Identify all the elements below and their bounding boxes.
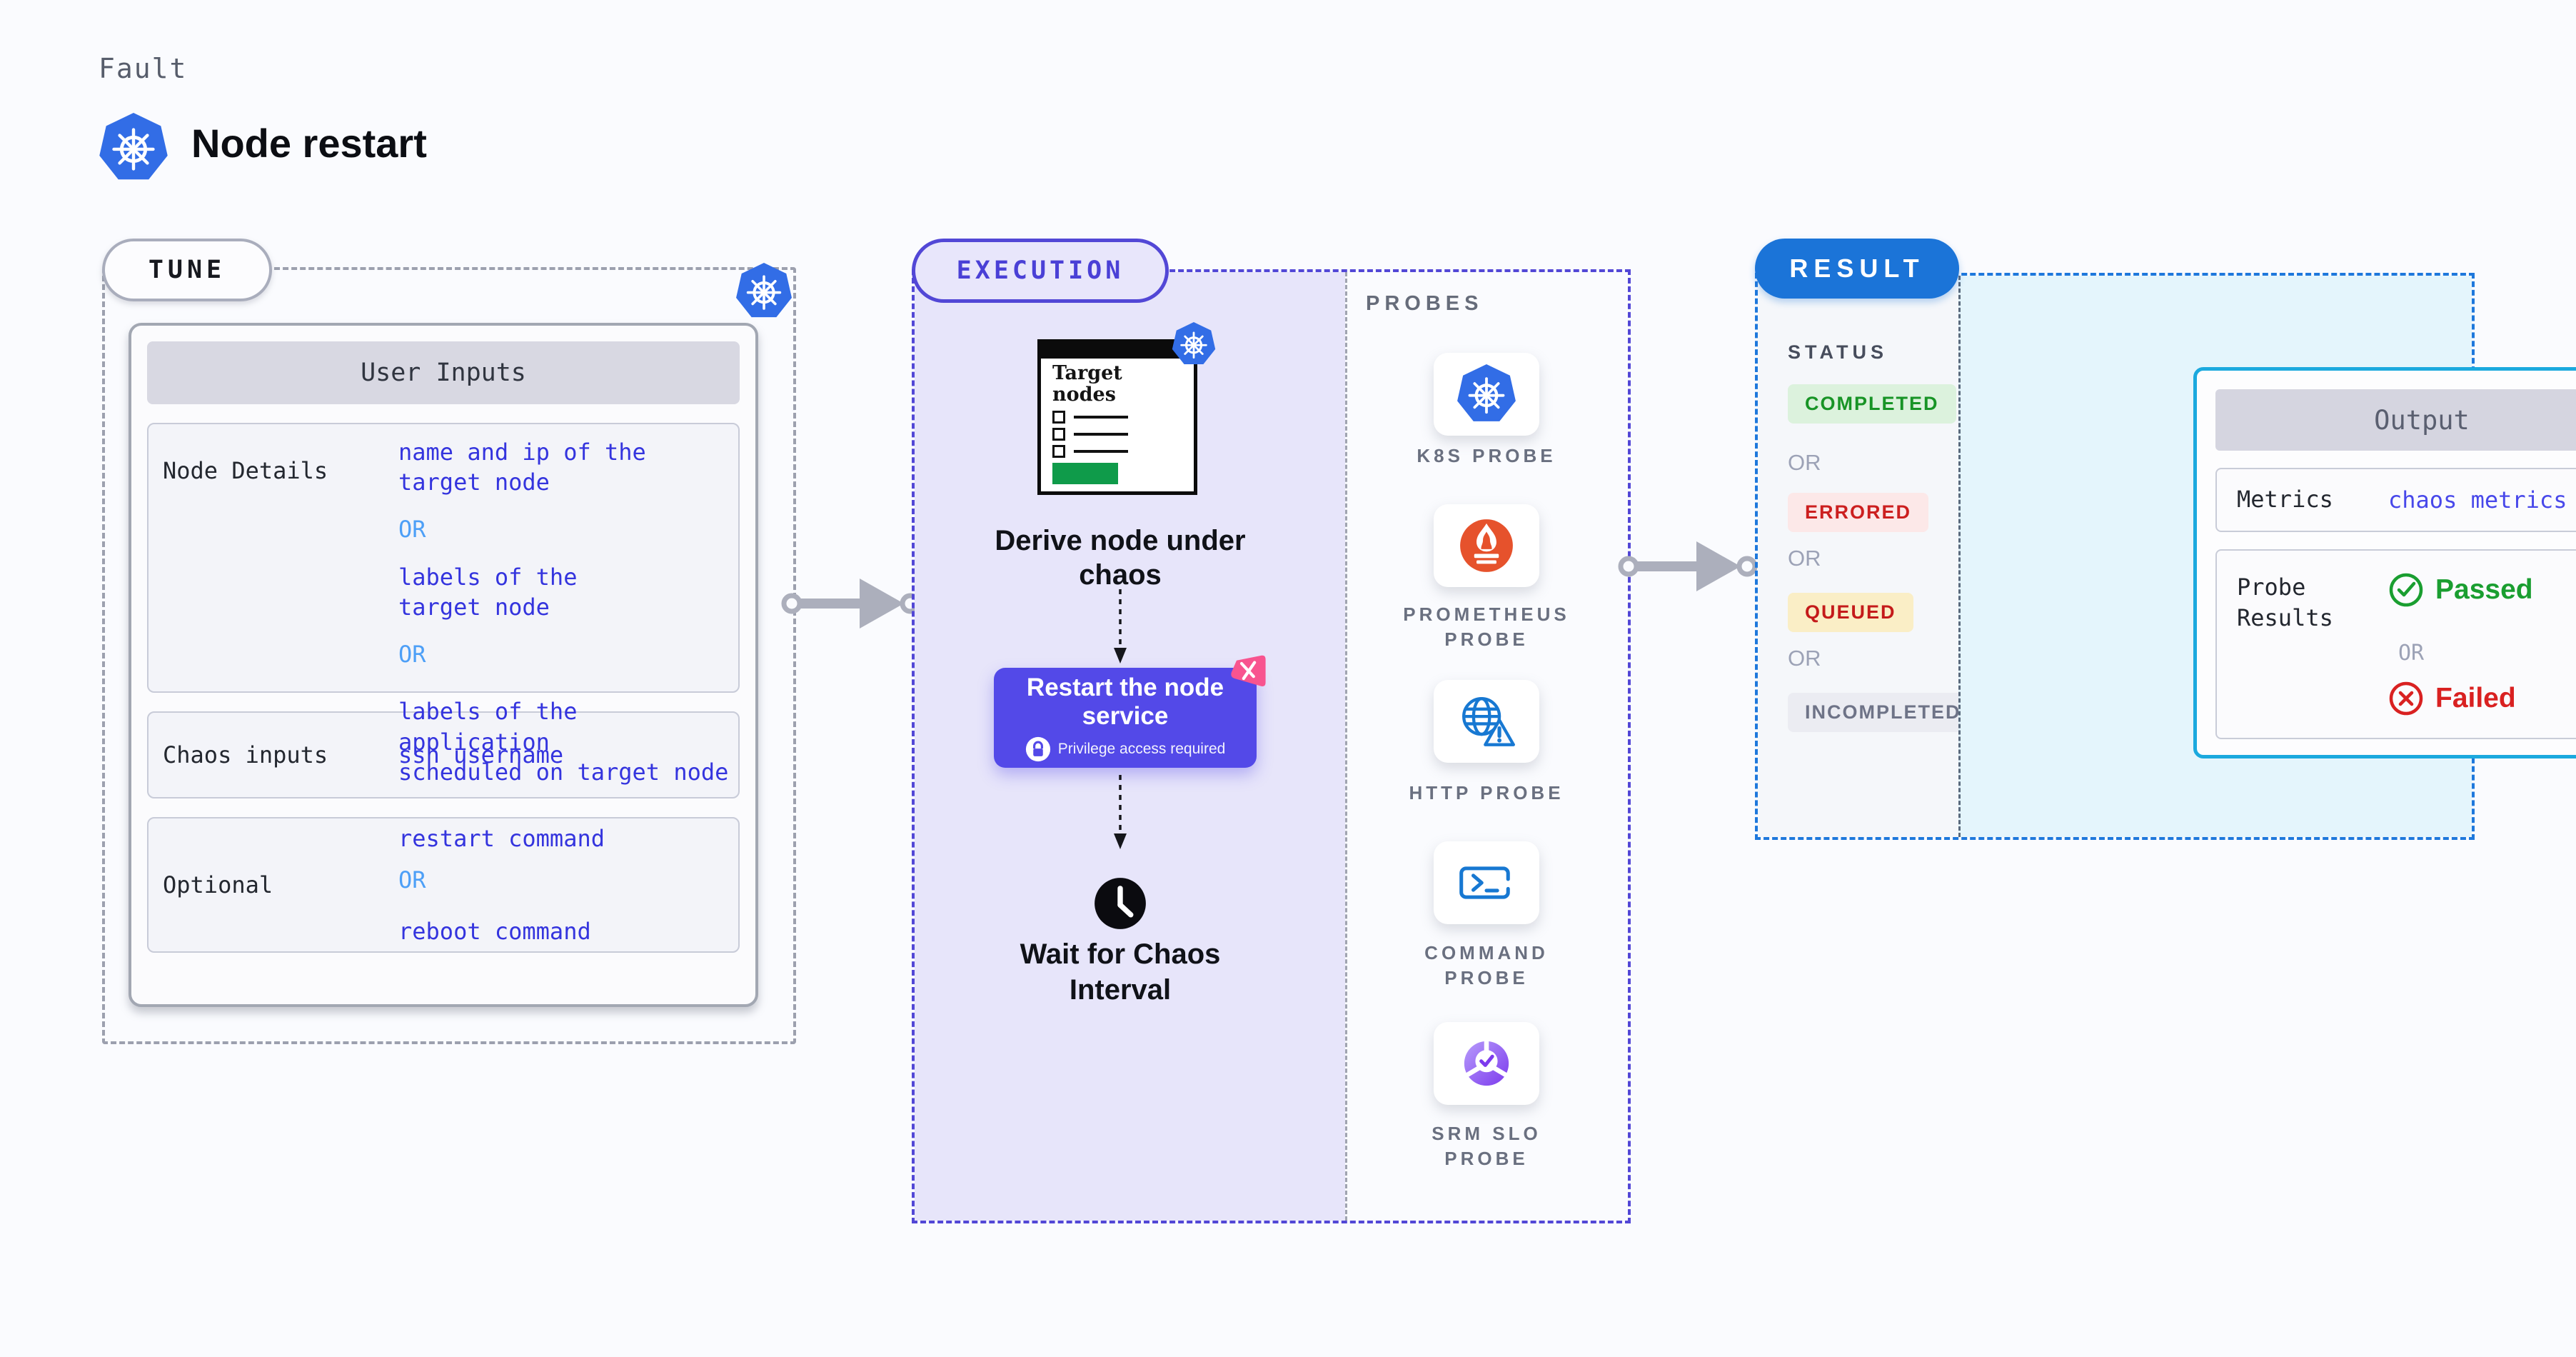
or-separator: OR [398,516,426,544]
fault-eyebrow-label: Fault [99,53,188,84]
node-list-item [1052,411,1194,424]
kubernetes-icon [1456,364,1516,424]
checkbox-icon [1052,428,1065,441]
probe-label: COMMAND PROBE [1424,942,1549,989]
restart-step-title: Restart the node service [1026,673,1224,730]
probe-label: HTTP PROBE [1409,782,1564,803]
status-badge-queued: QUEUED [1788,593,1913,632]
checkbox-icon [1052,411,1065,424]
target-nodes-illustration: Target nodes [1037,339,1197,495]
execution-badge: EXECUTION [912,239,1169,303]
result-section-box: STATUS COMPLETED OR ERRORED OR QUEUED OR… [1755,273,2576,840]
chaos-inputs-label: Chaos inputs [163,741,328,768]
optional-row: Optional restart command OR reboot comma… [147,817,740,953]
execution-panel: Target nodes Derive node under chaos Res… [915,272,1345,1221]
x-circle-icon [2389,681,2423,716]
flow-arrow-icon [781,571,924,636]
node-details-label: Node Details [163,457,328,484]
derive-node-step-label: Derive node under chaos [995,525,1246,591]
metrics-value: chaos metrics [2388,486,2567,514]
illustration-titlebar [1041,343,1194,359]
tune-badge: TUNE [102,239,272,301]
green-progress-bar [1052,463,1118,485]
tune-section-box [102,267,796,1044]
checkbox-icon [1052,445,1065,459]
restart-node-service-step: Restart the node service Privilege acces… [994,668,1257,768]
status-badge-incompleted: INCOMPLETED [1788,693,1978,732]
node-list-item [1052,445,1194,459]
status-badge-completed: COMPLETED [1788,384,1956,424]
optional-value: restart command [398,824,605,852]
failed-result: Failed [2388,681,2516,716]
execution-section-box: Target nodes Derive node under chaos Res… [912,269,1631,1223]
chaos-inputs-row: Chaos inputs ssh username [147,711,740,798]
or-separator: OR [398,866,426,893]
kubernetes-icon [99,113,168,183]
node-details-value: labels of the application scheduled on t… [398,698,729,786]
or-separator: OR [2398,641,2425,666]
failed-label: Failed [2435,683,2516,713]
srm-slo-probe-card [1434,1022,1539,1105]
prometheus-icon [1460,519,1513,572]
probes-panel: PROBES [1345,272,1628,1221]
metrics-label: Metrics [2237,486,2333,514]
probe-results-row: Probe Results Passed OR [2215,549,2576,739]
node-details-value: name and ip of the target node [398,439,646,496]
status-heading: STATUS [1788,341,1888,363]
probe-results-label: Probe Results [2237,574,2333,632]
wait-chaos-interval-label: Wait for Chaos Interval [1020,938,1221,1006]
status-badge-errored: ERRORED [1788,493,1929,532]
chaos-litmus-icon [1231,655,1266,686]
or-separator: OR [1788,546,1821,571]
down-arrow-connector-icon [1112,773,1128,851]
optional-label: Optional [163,871,273,898]
probe-label: K8S PROBE [1417,445,1556,466]
target-nodes-title: Target nodes [1052,362,1122,406]
passed-result: Passed [2388,572,2533,608]
node-details-value: labels of the target node [398,563,578,621]
user-inputs-card: User Inputs Node Details name and ip of … [129,323,758,1007]
probe-label: PROMETHEUS PROBE [1403,604,1570,651]
command-probe-card [1434,841,1539,924]
node-details-row: Node Details name and ip of the target n… [147,423,740,786]
or-separator: OR [398,641,426,669]
optional-value: reboot command [398,918,591,946]
result-badge: RESULT [1755,239,1959,299]
flow-arrow-icon [1618,534,1761,599]
srm-slo-icon [1463,1038,1510,1086]
prometheus-probe-card [1434,504,1539,587]
down-arrow-connector-icon [1112,588,1128,665]
or-separator: OR [1788,450,1821,475]
page-title: Node restart [191,121,427,166]
or-separator: OR [1788,646,1821,671]
output-card: Output Metrics chaos metrics Probe Resul… [2193,367,2576,758]
user-inputs-header: User Inputs [147,341,740,404]
metrics-row: Metrics chaos metrics [2215,468,2576,532]
status-panel: STATUS COMPLETED OR ERRORED OR QUEUED OR… [1758,276,1978,837]
clock-icon [1095,878,1146,929]
node-list-item [1052,428,1194,441]
privilege-note: Privilege access required [1057,741,1226,758]
passed-label: Passed [2435,574,2533,605]
http-probe-card [1434,680,1539,763]
command-terminal-icon [1459,866,1510,899]
kubernetes-icon [1172,322,1216,366]
k8s-probe-card [1434,353,1539,436]
output-panel: Output Metrics chaos metrics Probe Resul… [1958,276,2576,837]
http-globe-icon [1462,697,1515,746]
output-header: Output [2215,389,2576,451]
chaos-inputs-value: ssh username [398,741,564,768]
kubernetes-icon [735,263,793,319]
check-circle-icon [2389,573,2423,607]
probe-label: SRM SLO PROBE [1432,1123,1541,1170]
probes-heading: PROBES [1366,292,1484,315]
lock-icon [1025,737,1050,762]
